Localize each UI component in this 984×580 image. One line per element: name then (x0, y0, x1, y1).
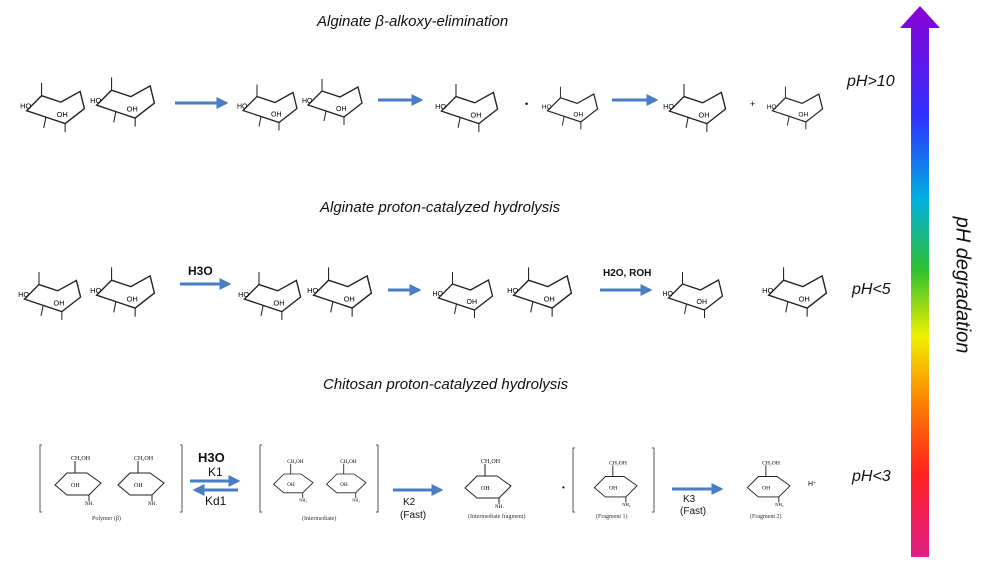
row2-molecules (17, 266, 828, 321)
ph-label-high: pH>10 (847, 73, 895, 90)
rate-k3: K3 (683, 494, 696, 505)
title-chitosan-hydrolysis: Chitosan proton-catalyzed hydrolysis (323, 376, 569, 393)
ph-gradient-arrow (900, 6, 940, 557)
caption-fragment1: (Fragment 1) (596, 514, 628, 520)
svg-text:H⁺: H⁺ (808, 481, 817, 488)
reagent-water-alcohol: H2O, ROH (603, 268, 652, 279)
title-beta-elimination: Alginate β-alkoxy-elimination (317, 13, 509, 30)
ph-label-low: pH<3 (852, 468, 891, 485)
rate-k2-note: (Fast) (400, 510, 427, 521)
caption-polymer: Polymer (β) (92, 516, 121, 522)
title-alginate-hydrolysis: Alginate proton-catalyzed hydrolysis (320, 199, 561, 216)
caption-fragment2: (Fragment 2) (750, 514, 782, 520)
rate-kd1: Kd1 (205, 494, 227, 508)
rate-k3-note: (Fast) (680, 506, 707, 517)
caption-intermediate: (Intermediate) (302, 516, 337, 522)
ph-label-mid: pH<5 (852, 281, 891, 298)
svg-text:•: • (525, 99, 528, 109)
row1-molecules: •+ (19, 76, 824, 133)
reagent-hydronium-chitosan: H3O (198, 450, 225, 465)
reagent-hydronium: H3O (188, 264, 213, 278)
row3-molecules (39, 444, 655, 513)
rate-k1: K1 (208, 465, 223, 479)
svg-text:+: + (750, 99, 755, 109)
caption-intermediate-fragment: (Intermediate fragment) (468, 514, 526, 520)
rate-k2: K2 (403, 497, 416, 508)
ph-degradation-label: pH degradation (951, 216, 974, 354)
svg-text:•: • (562, 483, 565, 492)
reaction-arrows (175, 94, 724, 496)
